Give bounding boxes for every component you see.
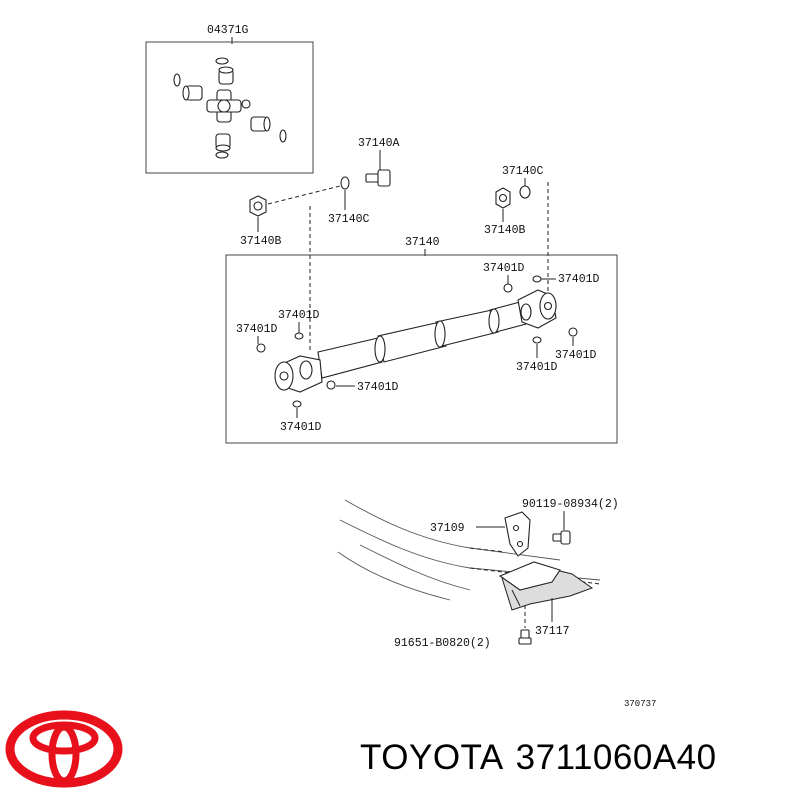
label-37117: 37117 [535, 625, 570, 638]
label-04371G: 04371G [207, 24, 249, 37]
label-37140A: 37140A [358, 137, 400, 150]
bracket-cover-group: 90119-08934(2) 37109 37117 91651-B0820(2… [337, 498, 656, 709]
upper-hardware-group: 37140A 37140C 37140B 37140C 37140B [240, 137, 549, 352]
fitting-left-bottom-drawing [292, 400, 302, 408]
part-number: 3711060A40 [515, 738, 717, 777]
label-37140: 37140 [405, 236, 440, 249]
label-90119-08934: 90119-08934(2) [522, 498, 619, 511]
label-37401D-right-b: 37401D [516, 361, 558, 374]
bracket-37109-drawing [504, 511, 531, 557]
label-37109: 37109 [430, 522, 465, 535]
nut-37140B-right-drawing [495, 187, 511, 209]
label-37140C-right: 37140C [502, 165, 544, 178]
spider-cross-drawing [173, 57, 287, 159]
fitting-right-a-drawing [568, 327, 578, 337]
universal-joint-kit-frame [145, 41, 314, 174]
label-37401D-left-bottom: 37401D [280, 421, 322, 434]
propeller-shaft-drawing [274, 289, 557, 393]
fitting-top-right-a-drawing [503, 283, 513, 293]
label-37401D-top-right-b: 37401D [558, 273, 600, 286]
fitting-left-b-drawing [256, 343, 266, 353]
label-37401D-right-a: 37401D [555, 349, 597, 362]
brand-caption: TOYOTA 3711060A40 [360, 738, 790, 786]
fitting-top-right-b-drawing [532, 275, 542, 283]
washer-37140C-left-drawing [340, 176, 350, 190]
toyota-logo [5, 710, 123, 788]
label-37401D-left-b: 37401D [236, 323, 278, 336]
label-91651-B0820: 91651-B0820(2) [394, 637, 491, 650]
label-37401D-left-a: 37401D [278, 309, 320, 322]
bolt-37140A-drawing [365, 169, 391, 187]
fitting-center-bottom-drawing [326, 380, 336, 390]
label-37401D-center-bottom: 37401D [357, 381, 399, 394]
label-37401D-top-right-a: 37401D [483, 262, 525, 275]
propeller-shaft-frame [225, 254, 618, 444]
bolt-90119-drawing [552, 530, 571, 545]
propeller-shaft-group: 37140 37401D 37401D [225, 236, 618, 444]
label-37140B-left: 37140B [240, 235, 282, 248]
label-37140C-left: 37140C [328, 213, 370, 226]
nut-37140B-left-drawing [249, 195, 267, 217]
washer-37140C-right-drawing [519, 185, 531, 199]
bolt-91651-drawing [518, 629, 532, 645]
fitting-left-a-drawing [294, 332, 304, 340]
label-37140B-right: 37140B [484, 224, 526, 237]
figure-code: 370737 [624, 699, 656, 709]
fitting-right-b-drawing [532, 336, 542, 344]
cover-37117-drawing [498, 561, 594, 611]
brand-name: TOYOTA [360, 738, 504, 777]
universal-joint-kit-group: 04371G [145, 24, 314, 174]
